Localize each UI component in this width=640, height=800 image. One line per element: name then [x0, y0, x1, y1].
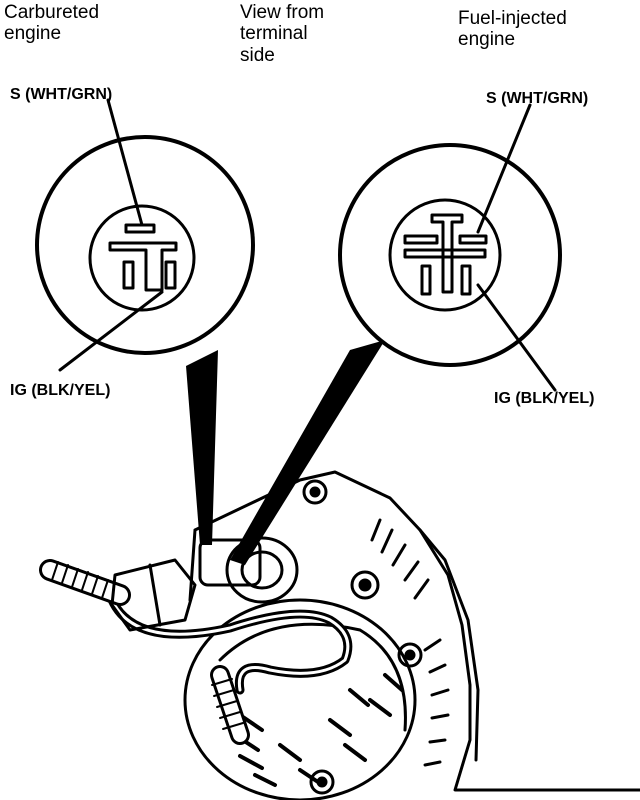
left-ig-terminal: [164, 260, 177, 290]
carbureted-connector-view: [35, 98, 255, 372]
mounting-bolt-right: [397, 642, 423, 668]
left-s-terminal: [124, 223, 156, 234]
callout-beam-left: [186, 350, 218, 545]
right-bar-upper: [403, 234, 439, 245]
alternator-fins: [370, 518, 450, 767]
fuel-injected-connector-view: [338, 103, 562, 392]
right-connector-key: [430, 213, 464, 294]
corrugated-conduit: [39, 559, 131, 606]
right-connector-face: [388, 198, 502, 312]
lower-conduit: [210, 665, 250, 745]
left-s-leader: [106, 98, 144, 227]
right-s-terminal: [458, 234, 488, 245]
carbureted-engine-label: Carbureted engine: [4, 2, 100, 45]
connector-boss: [198, 536, 299, 604]
right-ig-leader: [476, 283, 557, 392]
view-from-terminal-label: View from terminal side: [240, 2, 325, 66]
left-connector-key: [108, 241, 178, 292]
alternator-rear-cover: [183, 598, 417, 800]
left-magnify-circle: [35, 135, 255, 355]
callout-beam-right: [230, 340, 385, 565]
ig-terminal-label-right: IG (BLK/YEL): [494, 390, 595, 407]
alternator-housing-outline: [188, 470, 640, 792]
right-magnify-circle: [338, 143, 562, 367]
alternator-cooling-slots: [233, 673, 404, 787]
s-terminal-label-left: S (WHT/GRN): [10, 86, 113, 103]
left-ig-leader: [58, 290, 164, 372]
s-terminal-label-right: S (WHT/GRN): [486, 90, 589, 107]
right-ig-terminal: [460, 264, 472, 296]
connector-plug: [110, 558, 197, 632]
mounting-bolt-bottom: [309, 769, 335, 795]
fuel-injected-engine-label: Fuel-injected engine: [458, 8, 567, 51]
right-pin-a: [420, 264, 432, 296]
right-bar-lower: [403, 248, 487, 259]
terminal-nut: [350, 570, 380, 600]
mounting-bolt-top: [302, 479, 328, 505]
ig-terminal-label-left: IG (BLK/YEL): [10, 382, 111, 399]
left-pin-a: [122, 260, 135, 290]
alternator-illustration: [39, 470, 640, 800]
left-connector-face: [88, 204, 196, 312]
right-s-leader: [476, 103, 532, 234]
alternator-front-housing: [418, 528, 480, 762]
